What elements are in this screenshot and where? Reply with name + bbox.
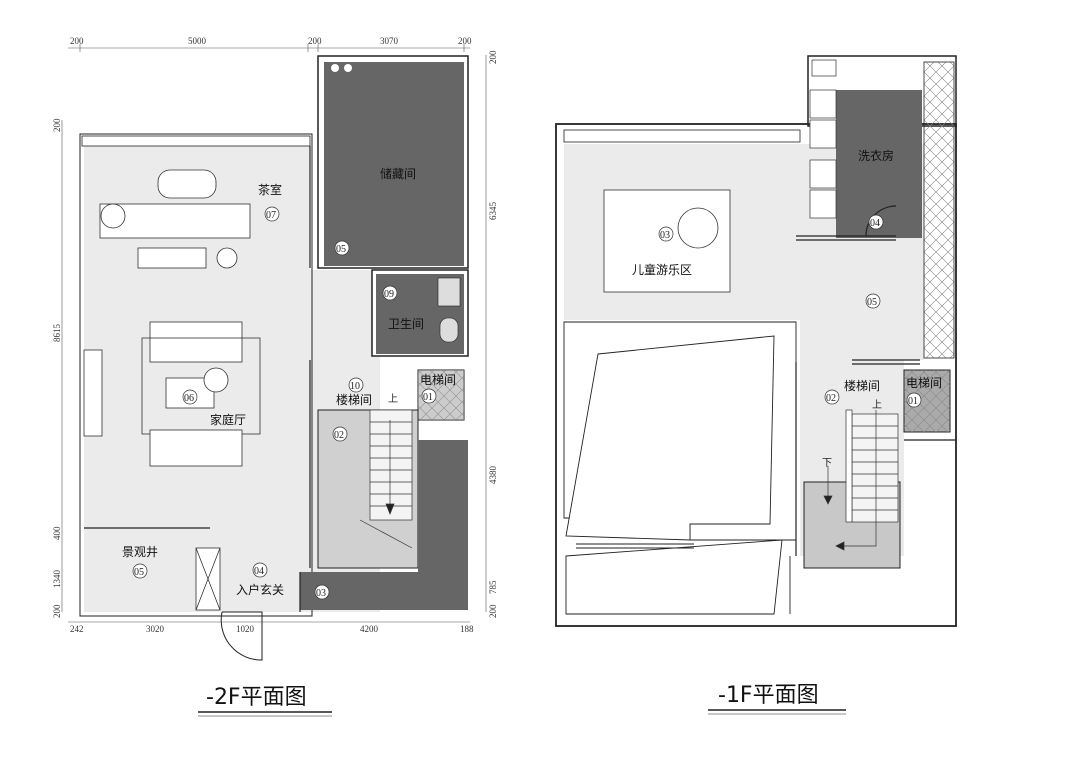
dim-label: 188 — [460, 624, 474, 634]
room-label: 儿童游乐区 — [632, 262, 692, 277]
dim-label: 3070 — [380, 36, 399, 46]
plan-right: 洗衣房 儿童游乐区 楼梯间 电梯间 04 03 02 01 05 上 下 -1F… — [555, 55, 957, 715]
stair-treads-left — [359, 409, 413, 549]
stair-up-label: 上 — [388, 393, 398, 405]
room-number: 07 — [266, 210, 276, 221]
dim-label: 3020 — [146, 624, 165, 634]
storage-room — [324, 62, 464, 266]
room-label: 洗衣房 — [858, 148, 894, 163]
plan-left: 茶室 储藏间 卫生间 电梯间 楼梯间 家庭厅 景观井 入户玄关 07 05 09… — [52, 36, 498, 717]
room-label: 楼梯间 — [336, 392, 372, 407]
dim-label: 785 — [488, 580, 498, 594]
dim-label: 1340 — [52, 570, 62, 589]
plan-title: -2F平面图 — [206, 685, 307, 710]
room-number: 10 — [350, 381, 360, 392]
dim-label: 200 — [488, 50, 498, 64]
room-number: 05 — [134, 567, 144, 578]
dim-label: 200 — [70, 36, 84, 46]
window-strip-right — [923, 61, 955, 359]
room-number: 03 — [660, 230, 670, 241]
dim-label: 200 — [52, 118, 62, 132]
room-number: 01 — [908, 396, 918, 407]
stair-up-label: 上 — [872, 399, 882, 411]
dim-label: 200 — [308, 36, 322, 46]
room-number: 03 — [316, 588, 326, 599]
room-number: 09 — [384, 289, 394, 300]
dim-label: 242 — [70, 624, 84, 634]
room-label: 储藏间 — [380, 166, 416, 181]
plan-title: -1F平面图 — [718, 683, 819, 708]
furniture-left — [83, 169, 261, 611]
dim-label: 400 — [52, 526, 62, 540]
room-label: 电梯间 — [906, 376, 942, 390]
dim-label: 200 — [52, 604, 62, 618]
dim-label: 4200 — [360, 624, 379, 634]
room-number: 04 — [254, 566, 264, 577]
room-number: 06 — [184, 393, 194, 404]
outer-wall — [79, 133, 313, 617]
room-number: 04 — [870, 218, 880, 229]
room-label: 卫生间 — [388, 317, 424, 331]
laundry-room — [836, 90, 922, 238]
dim-label: 4380 — [488, 466, 498, 485]
room-number: 02 — [334, 430, 344, 441]
dim-label: 6345 — [488, 202, 498, 221]
dim-lines-left — [61, 44, 487, 623]
room-number: 01 — [423, 392, 433, 403]
entry-door-left — [220, 611, 263, 661]
room-label: 入户玄关 — [236, 582, 284, 597]
stair-treads-right — [823, 409, 899, 551]
room-number: 05 — [867, 297, 877, 308]
room-label: 家庭厅 — [210, 412, 246, 427]
atrium-void — [563, 321, 797, 615]
room-label: 电梯间 — [420, 373, 456, 387]
outer-wall-right — [555, 123, 957, 627]
room-label: 景观井 — [122, 545, 158, 559]
dim-label: 200 — [488, 604, 498, 618]
room-label: 茶室 — [258, 182, 282, 197]
room-number: 02 — [826, 393, 836, 404]
dim-label: 5000 — [188, 36, 207, 46]
dim-label: 8615 — [52, 324, 62, 343]
room-label: 楼梯间 — [844, 378, 880, 393]
dim-label: 200 — [458, 36, 472, 46]
stair-down-label: 下 — [822, 458, 832, 469]
room-number: 05 — [336, 244, 346, 255]
dim-label: 1020 — [236, 624, 255, 634]
